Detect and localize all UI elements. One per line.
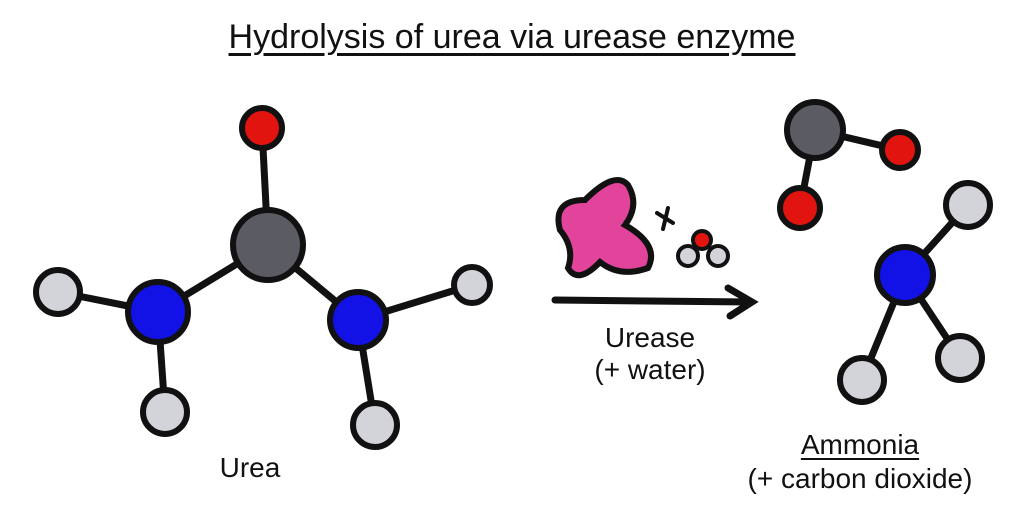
ammonia-hydrogen-atom xyxy=(935,333,985,383)
urea-hydrogen-atom xyxy=(350,400,400,450)
urea-oxygen-atom xyxy=(239,105,285,151)
co2-oxygen-atom xyxy=(879,129,921,171)
bonds xyxy=(54,124,972,429)
reaction-arrow xyxy=(551,284,759,320)
ammonia-label: Ammonia xyxy=(800,429,920,460)
atoms xyxy=(33,99,993,450)
urea-hydrogen-atom xyxy=(33,267,83,317)
co2-oxygen-atom xyxy=(777,185,823,231)
urea-hydrogen-atom xyxy=(140,387,190,437)
times-icon xyxy=(655,206,675,231)
water-molecule xyxy=(676,229,730,268)
urea-label: Urea xyxy=(219,452,281,483)
diagram-title: Hydrolysis of urea via urease enzyme xyxy=(228,18,796,56)
urea-nitrogen-atom xyxy=(125,279,191,345)
carbon-dioxide-label: (+ carbon dioxide) xyxy=(747,463,973,494)
co2-carbon-atom xyxy=(784,99,846,161)
ammonia-nitrogen-atom xyxy=(874,244,936,306)
product-label: Ammonia (+ carbon dioxide) xyxy=(700,428,1020,496)
ammonia-hydrogen-atom xyxy=(943,180,993,230)
urease-label: Urease xyxy=(604,322,696,353)
water-label: (+ water) xyxy=(594,354,706,385)
ammonia-hydrogen-atom xyxy=(837,355,887,405)
urea-carbon-atom xyxy=(230,207,306,283)
catalyst-label: Urease (+ water) xyxy=(540,322,760,386)
urea-hydrogen-atom xyxy=(451,264,493,306)
urease-enzyme-blob xyxy=(555,177,655,279)
urea-nitrogen-atom xyxy=(327,289,389,351)
